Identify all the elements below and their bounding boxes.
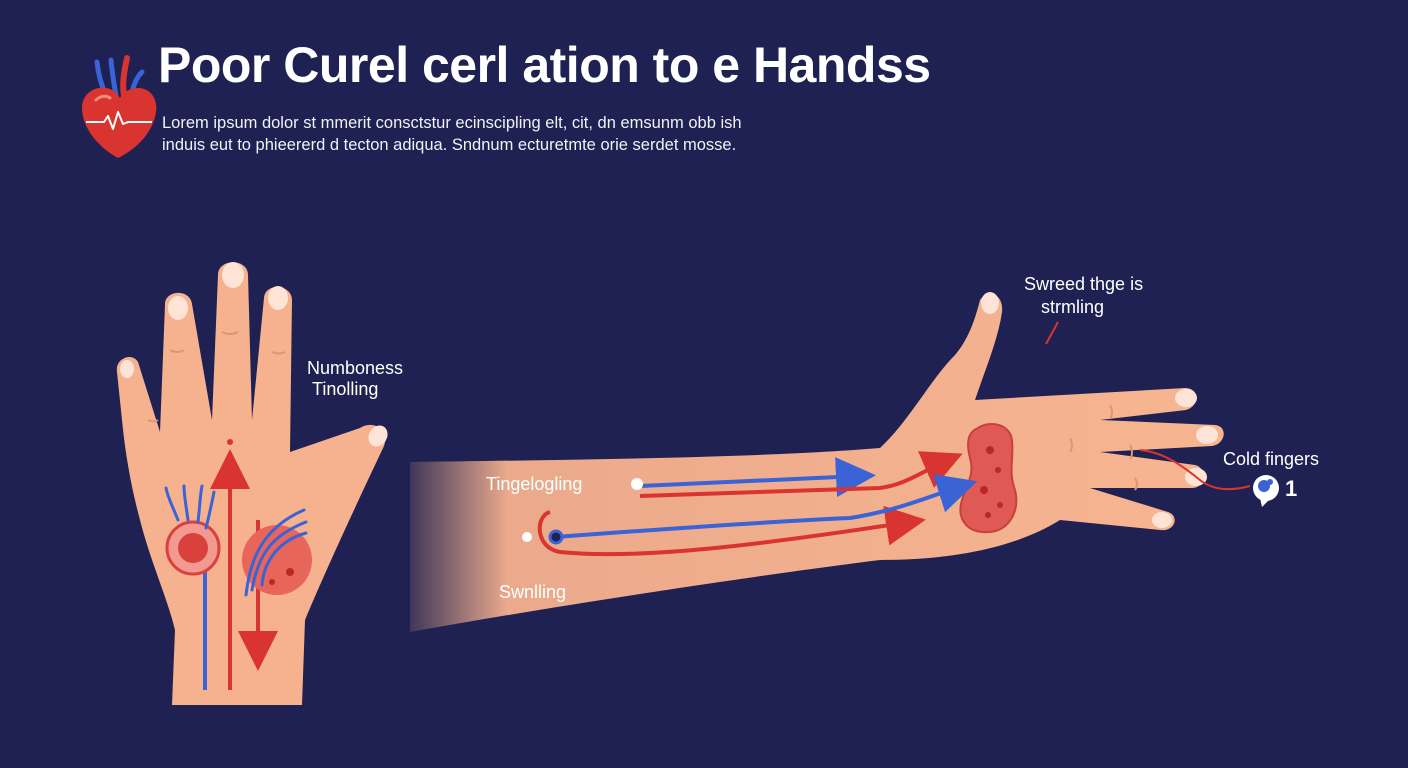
subtitle-line-2: induis eut to phieererd d tecton adiqua.… [162, 136, 737, 154]
label-sweed-line-1: Swreed thge is [1024, 274, 1144, 294]
subtitle: Lorem ipsum dolor st mmerit consctstur e… [162, 112, 782, 156]
label-cold-fingers: Cold fingers [1223, 449, 1320, 469]
page-title: Poor Curel cerl ation to e Handss [158, 37, 931, 93]
subtitle-line-1: Lorem ipsum dolor st mmerit consctstur e… [162, 114, 742, 132]
ecg-line-icon [86, 111, 152, 130]
label-swelling: Swnlling [499, 582, 567, 602]
info-badge-icon [1253, 475, 1279, 507]
left-hand-illustration [116, 262, 388, 705]
label-tingling-left: Tinolling [312, 379, 379, 399]
heart-icon [82, 55, 157, 158]
label-sweed-line-2: strmling [1041, 297, 1105, 317]
badge-number: 1 [1285, 476, 1298, 501]
right-arm-illustration [410, 292, 1251, 632]
label-tingelogling: Tingelogling [486, 474, 583, 494]
label-numbness: Numboness [307, 358, 404, 378]
